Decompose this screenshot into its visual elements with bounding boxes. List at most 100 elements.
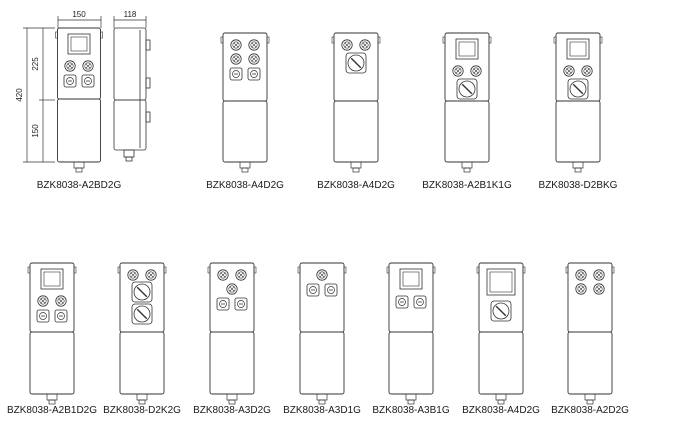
cable-gland bbox=[405, 393, 417, 401]
meter-window-inner bbox=[402, 271, 420, 287]
lower-housing bbox=[57, 98, 101, 163]
indicator-lamp-icon bbox=[248, 39, 260, 51]
indicator-lamp-icon bbox=[226, 283, 238, 295]
lower-housing bbox=[388, 331, 434, 395]
lower-housing bbox=[478, 331, 524, 395]
cable-gland bbox=[239, 161, 251, 169]
enclosure-front-view bbox=[55, 27, 103, 173]
selector-switch-icon bbox=[567, 78, 589, 100]
meter-window bbox=[67, 33, 91, 55]
indicator-lamp-icon bbox=[217, 269, 229, 281]
cable-gland-nut bbox=[586, 399, 594, 405]
lower-housing bbox=[555, 100, 601, 163]
indicator-lamp-icon bbox=[316, 269, 328, 281]
meter-window-inner bbox=[489, 271, 513, 293]
upper-housing bbox=[555, 32, 601, 102]
model-label: BZK8038-A4D2G bbox=[317, 180, 395, 191]
dim-width-label: 150 bbox=[72, 10, 86, 19]
indicator-lamp-icon bbox=[470, 65, 482, 77]
indicator-lamp-icon bbox=[359, 39, 371, 51]
model-label: BZK8038-A4D2G bbox=[462, 405, 540, 416]
enclosure-front-view bbox=[297, 262, 347, 405]
indicator-lamp-icon bbox=[575, 269, 587, 281]
switch-icon bbox=[63, 74, 77, 88]
enclosure-front-view bbox=[331, 32, 381, 173]
model-label: BZK8038-A2B1K1G bbox=[422, 180, 512, 191]
model-label: BZK8038-D2BKG bbox=[538, 180, 618, 191]
model-label: BZK8038-A4D2G bbox=[206, 180, 284, 191]
indicator-lamp-icon bbox=[248, 53, 260, 65]
switch-icon bbox=[54, 309, 68, 323]
enclosure-front-view bbox=[553, 32, 603, 173]
enclosure-front-view bbox=[220, 32, 270, 173]
enclosure-front-view bbox=[117, 262, 167, 405]
cable-gland bbox=[350, 161, 362, 169]
indicator-lamp-icon bbox=[64, 60, 76, 72]
switch-icon bbox=[395, 295, 409, 309]
model-label: BZK8038-A2BD2G bbox=[36, 180, 122, 191]
switch-icon bbox=[413, 295, 427, 309]
cable-gland-nut bbox=[497, 399, 505, 405]
switch-icon bbox=[229, 67, 243, 81]
switch-icon bbox=[247, 67, 261, 81]
indicator-lamp-icon bbox=[82, 60, 94, 72]
indicator-lamp-icon bbox=[235, 269, 247, 281]
indicator-lamp-icon bbox=[230, 39, 242, 51]
indicator-lamp-icon bbox=[593, 283, 605, 295]
selector-switch-icon bbox=[345, 52, 367, 74]
upper-housing bbox=[222, 32, 268, 102]
cable-gland bbox=[46, 393, 58, 401]
model-label: BZK8038-D2K2G bbox=[103, 405, 181, 416]
lower-housing bbox=[299, 331, 345, 395]
enclosure-front-view bbox=[386, 262, 436, 405]
cable-gland bbox=[73, 161, 85, 169]
selector-switch-icon bbox=[131, 303, 153, 325]
enclosure-front-view bbox=[27, 262, 77, 405]
cable-gland bbox=[572, 161, 584, 169]
switch-icon bbox=[234, 297, 248, 311]
cable-gland bbox=[226, 393, 238, 401]
cable-gland-nut bbox=[463, 167, 471, 173]
cable-gland bbox=[316, 393, 328, 401]
meter-window bbox=[486, 268, 516, 296]
indicator-lamp-icon bbox=[55, 295, 67, 307]
upper-housing bbox=[29, 262, 75, 333]
model-label: BZK8038-A2D2G bbox=[551, 405, 629, 416]
cable-gland-nut bbox=[75, 167, 83, 173]
switch-icon bbox=[306, 283, 320, 297]
enclosure-front-view bbox=[207, 262, 257, 405]
switch-icon bbox=[81, 74, 95, 88]
meter-window bbox=[566, 38, 590, 60]
upper-housing bbox=[209, 262, 255, 333]
dimension-annotations bbox=[23, 16, 147, 163]
enclosure-front-view bbox=[565, 262, 615, 405]
cable-gland-nut bbox=[228, 399, 236, 405]
indicator-lamp-icon bbox=[145, 269, 157, 281]
dim-total-height-label: 420 bbox=[15, 88, 24, 102]
lower-housing bbox=[444, 100, 490, 163]
cable-gland-nut bbox=[48, 399, 56, 405]
indicator-lamp-icon bbox=[127, 269, 139, 281]
selector-switch-icon bbox=[490, 300, 512, 322]
switch-icon bbox=[36, 309, 50, 323]
cable-gland bbox=[495, 393, 507, 401]
indicator-lamp-icon bbox=[452, 65, 464, 77]
lower-housing bbox=[209, 331, 255, 395]
dim-upper-height-label: 225 bbox=[31, 57, 40, 71]
dim-lower-height-label: 150 bbox=[31, 124, 40, 138]
meter-window-inner bbox=[569, 41, 587, 57]
model-label: BZK8038-A3D2G bbox=[193, 405, 271, 416]
indicator-lamp-icon bbox=[37, 295, 49, 307]
cable-gland-nut bbox=[574, 167, 582, 173]
upper-housing bbox=[567, 262, 613, 333]
selector-switch-icon bbox=[456, 78, 478, 100]
side-view bbox=[113, 27, 151, 162]
cable-gland-nut bbox=[318, 399, 326, 405]
indicator-lamp-icon bbox=[581, 65, 593, 77]
lower-housing bbox=[333, 100, 379, 163]
dim-side-width-label: 118 bbox=[124, 10, 137, 19]
lower-housing bbox=[29, 331, 75, 395]
upper-housing bbox=[478, 262, 524, 333]
indicator-lamp-icon bbox=[575, 283, 587, 295]
